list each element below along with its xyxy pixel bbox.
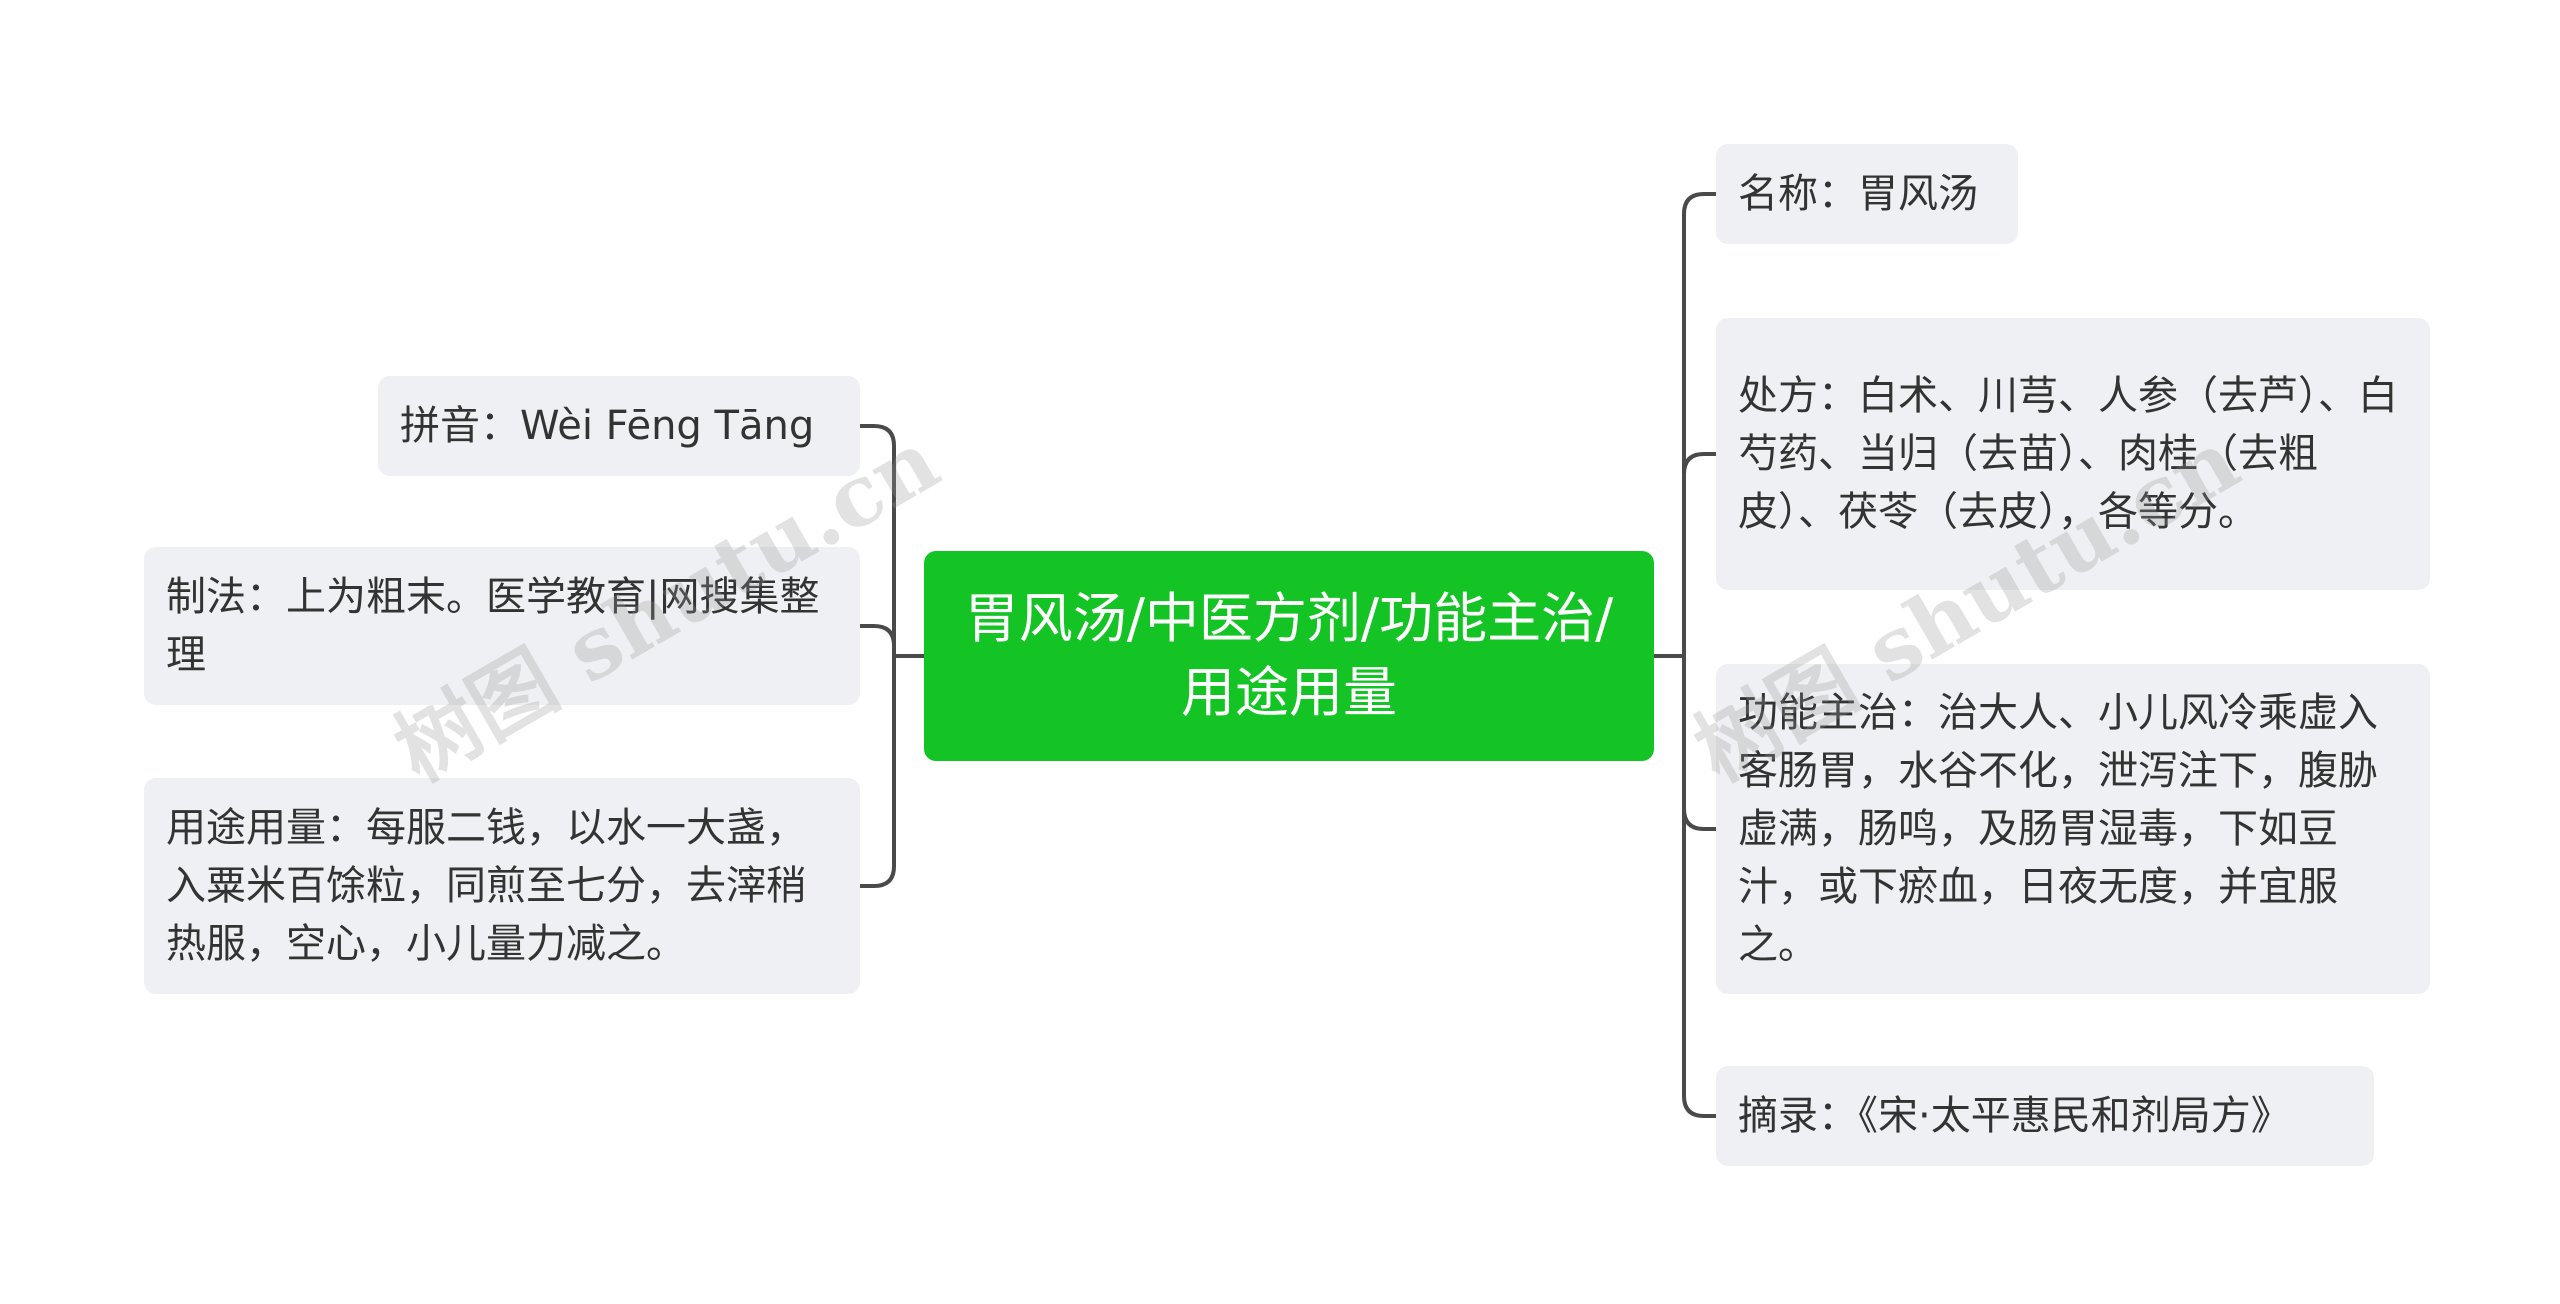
connector-to-zhailu — [1682, 654, 1718, 1118]
connector-to-zhifa — [858, 624, 896, 658]
node-zhifa[interactable]: 制法：上为粗末。医学教育|网搜集整理 — [144, 547, 860, 705]
connector-to-chufang — [1682, 452, 1718, 658]
node-chufang[interactable]: 处方：白术、川芎、人参（去芦）、白芍药、当归（去苗）、肉桂（去粗皮）、茯苓（去皮… — [1716, 318, 2430, 590]
connector-to-mingcheng — [1682, 192, 1718, 658]
node-pinyin[interactable]: 拼音：Wèi Fēng Tāng — [378, 376, 860, 476]
node-yongtu[interactable]: 用途用量：每服二钱，以水一大盏，入粟米百馀粒，同煎至七分，去滓稍热服，空心，小儿… — [144, 778, 860, 994]
node-gongneng[interactable]: 功能主治：治大人、小儿风冷乘虚入客肠胃，水谷不化，泄泻注下，腹胁虚满，肠鸣，及肠… — [1716, 664, 2430, 994]
node-zhailu[interactable]: 摘录：《宋·太平惠民和剂局方》 — [1716, 1066, 2374, 1166]
node-gongneng-text: 功能主治：治大人、小儿风冷乘虚入客肠胃，水谷不化，泄泻注下，腹胁虚满，肠鸣，及肠… — [1738, 690, 2378, 968]
connector-to-pinyin — [858, 424, 896, 658]
connector-to-gongneng — [1682, 654, 1718, 831]
node-zhifa-text: 制法：上为粗末。医学教育|网搜集整理 — [166, 574, 820, 678]
node-mingcheng-text: 名称：胃风汤 — [1738, 171, 1978, 217]
node-yongtu-text: 用途用量：每服二钱，以水一大盏，入粟米百馀粒，同煎至七分，去滓稍热服，空心，小儿… — [166, 805, 806, 967]
node-pinyin-text: 拼音：Wèi Fēng Tāng — [400, 403, 815, 449]
node-chufang-text: 处方：白术、川芎、人参（去芦）、白芍药、当归（去苗）、肉桂（去粗皮）、茯苓（去皮… — [1738, 373, 2398, 535]
node-mingcheng[interactable]: 名称：胃风汤 — [1716, 144, 2018, 244]
central-topic-label: 胃风汤/中医方剂/功能主治/用途用量 — [964, 587, 1614, 724]
connector-to-yongtu — [858, 654, 896, 888]
node-zhailu-text: 摘录：《宋·太平惠民和剂局方》 — [1738, 1093, 2291, 1139]
central-topic[interactable]: 胃风汤/中医方剂/功能主治/用途用量 — [924, 551, 1654, 761]
